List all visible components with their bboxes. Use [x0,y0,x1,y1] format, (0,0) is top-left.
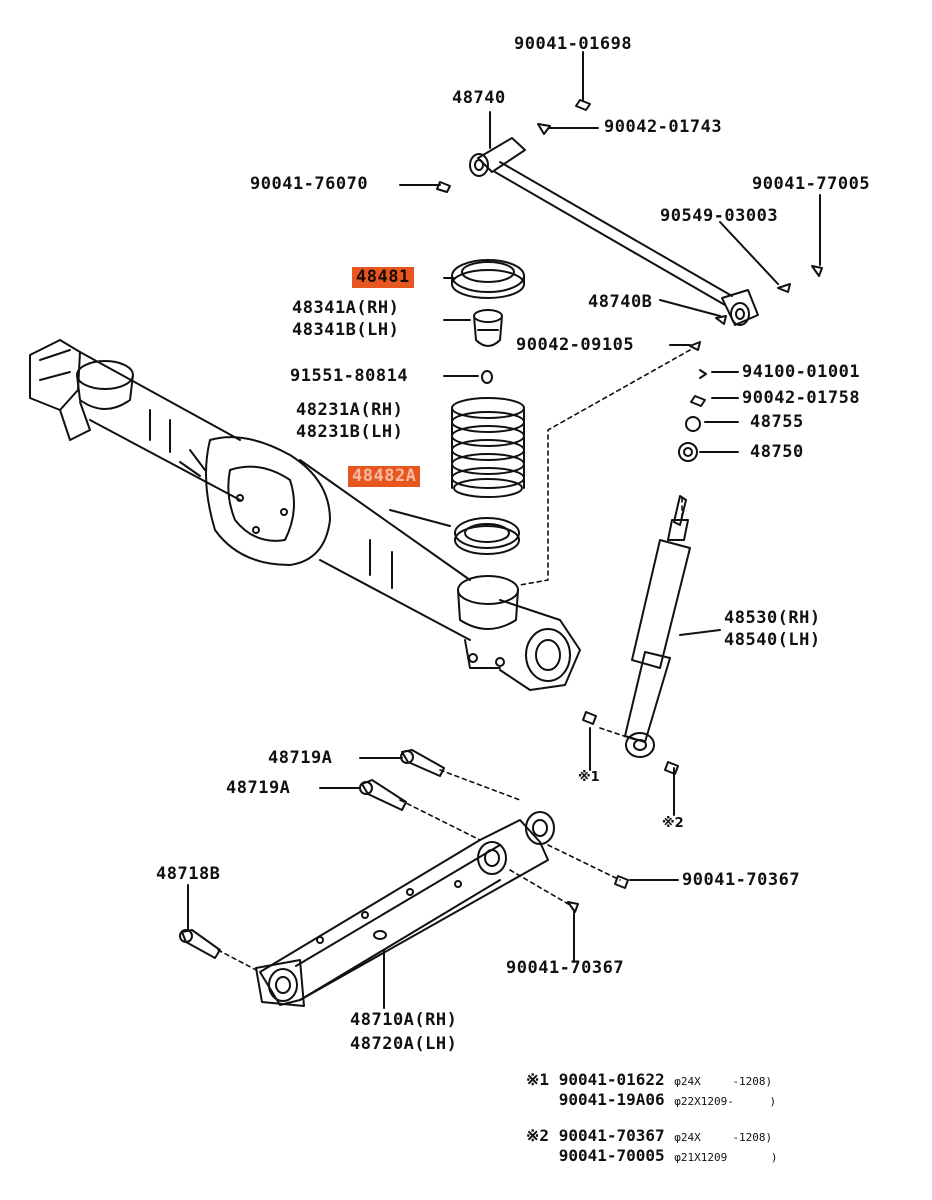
label-48482A-highlighted[interactable]: 48482A [348,466,421,487]
footnote-2-range-a: -1208) [732,1131,773,1144]
label-90042-01758[interactable]: 90042-01758 [742,388,861,408]
bolt-91551 [481,370,493,384]
label-48755[interactable]: 48755 [750,412,804,432]
label-48231B-LH[interactable]: 48231B(LH) [296,422,404,442]
label-48540-LH[interactable]: 48540(LH) [724,630,821,650]
label-48719A-upper[interactable]: 48719A [268,748,333,768]
label-90041-01698[interactable]: 90041-01698 [514,34,633,54]
label-48710A-RH[interactable]: 48710A(RH) [350,1010,458,1030]
footnote-1: ※1 90041-01622 φ24X -1208) ※1 90041-19A0… [526,1070,776,1110]
footnote-2-spec-b: φ21X1209 [674,1151,728,1164]
footnote-1-mark: ※1 [526,1070,550,1089]
label-48750[interactable]: 48750 [750,442,804,462]
label-94100-01001[interactable]: 94100-01001 [742,362,861,382]
lower-spring-seat [454,517,520,555]
rear-axle-housing [29,339,581,691]
label-90042-09105[interactable]: 90042-09105 [516,335,635,355]
label-48720A-LH[interactable]: 48720A(LH) [350,1034,458,1054]
footnote-2-spec-a: φ24X [674,1131,701,1144]
footnote-2: ※2 90041-70367 φ24X -1208) ※2 90041-7000… [526,1126,778,1166]
shock-absorber [582,369,707,775]
label-90041-76070[interactable]: 90041-76070 [250,174,369,194]
footnote-1-part-a[interactable]: 90041-01622 [558,1070,665,1089]
label-48740B[interactable]: 48740B [588,292,653,312]
footnote-2-part-a[interactable]: 90041-70367 [558,1126,665,1145]
rod-hardware [436,99,823,351]
lower-control-arm [255,811,555,1007]
label-48719A-lower[interactable]: 48719A [226,778,291,798]
footnote-2-mark: ※2 [526,1126,550,1145]
label-48481-highlighted[interactable]: 48481 [352,267,414,288]
label-48231A-RH[interactable]: 48231A(RH) [296,400,404,420]
footnote-1-spec-b: φ22X1209- [674,1095,734,1108]
marker-note-1: ※1 [578,770,600,785]
upper-spring-seat [451,259,525,299]
leader-lines [187,51,821,1009]
label-48718B[interactable]: 48718B [156,864,221,884]
footnote-1-range-a: -1208) [732,1075,773,1088]
label-48740[interactable]: 48740 [452,88,506,108]
lateral-control-rod [469,137,759,326]
footnote-2-part-b[interactable]: 90041-70005 [558,1146,665,1165]
control-arm-bolts [179,749,629,959]
label-90041-77005[interactable]: 90041-77005 [752,174,871,194]
footnote-1-range-b: ) [769,1095,777,1108]
label-90042-01743[interactable]: 90042-01743 [604,117,723,137]
label-48341B-LH[interactable]: 48341B(LH) [292,320,400,340]
label-90041-70367-right[interactable]: 90041-70367 [682,870,801,890]
footnote-1-part-b[interactable]: 90041-19A06 [558,1090,665,1109]
label-90549-03003[interactable]: 90549-03003 [660,206,779,226]
footnote-1-spec-a: φ24X [674,1075,701,1088]
bump-stopper [473,309,503,347]
footnote-2-range-b: ) [770,1151,778,1164]
coil-spring [451,397,525,498]
label-91551-80814[interactable]: 91551-80814 [290,366,409,386]
label-48341A-RH[interactable]: 48341A(RH) [292,298,400,318]
label-90041-70367-bottom[interactable]: 90041-70367 [506,958,625,978]
marker-note-2: ※2 [662,816,684,831]
label-48530-RH[interactable]: 48530(RH) [724,608,821,628]
assembly-guide-lines [217,349,691,973]
